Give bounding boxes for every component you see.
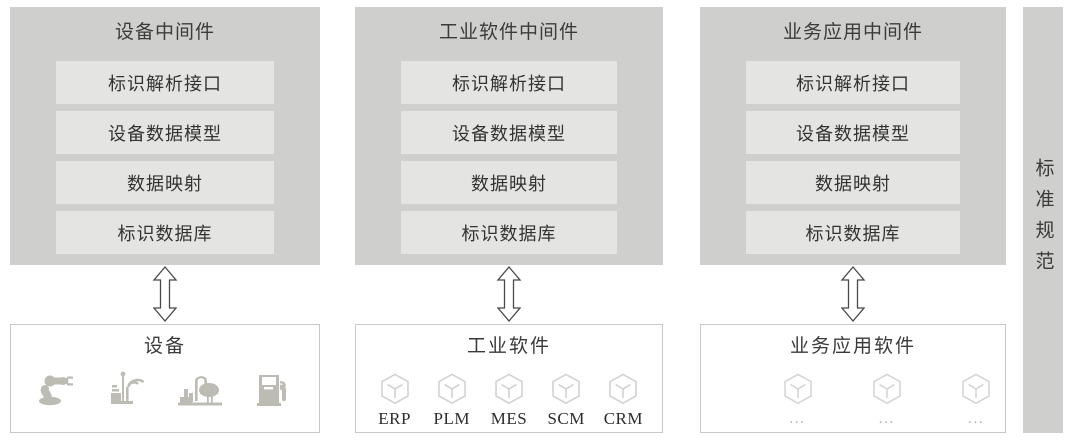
software-item-label: MES [490,409,528,428]
source-title-device: 设备 [143,336,186,357]
cube-icon [781,369,815,409]
middleware-row-identifier-database: 标识数据库 [56,211,274,254]
source-box-device: 设备 [10,324,320,433]
middleware-row-data-mapping: 数据映射 [56,161,274,204]
fuel-pump-icon [254,369,292,409]
cube-icon [870,369,904,409]
middleware-row-identifier-interface: 标识解析接口 [56,61,274,104]
middleware-row-device-data-model: 设备数据模型 [401,111,617,154]
factory-antenna-icon [109,369,149,409]
business-app-item-label: … [967,410,986,427]
cube-icon [435,369,469,409]
robot-arm-icon [36,369,78,409]
refinery-plant-icon [178,369,224,409]
business-app-item-label: … [788,410,807,427]
source-box-business-application: 业务应用软件 … … [700,324,1006,433]
software-item-scm: SCM [540,369,592,428]
middleware-row-data-mapping: 数据映射 [401,161,617,204]
software-item-label: SCM [547,409,585,428]
source-title-business-application: 业务应用软件 [789,336,916,357]
middleware-row-identifier-database: 标识数据库 [746,211,960,254]
software-item-crm: CRM [597,369,649,428]
business-app-item-2: … [868,369,905,428]
middleware-row-list-device: 标识解析接口 设备数据模型 数据映射 标识数据库 [56,61,274,254]
software-item-plm: PLM [426,369,478,428]
middleware-row-identifier-interface: 标识解析接口 [746,61,960,104]
cube-icon [492,369,526,409]
double-arrow-icon-business-application [839,266,867,322]
middleware-title-business-application: 业务应用中间件 [782,22,923,43]
business-app-item-3: … [958,369,995,428]
double-arrow-icon-industrial-software [495,266,523,322]
middleware-row-identifier-database: 标识数据库 [401,211,617,254]
software-item-mes: MES [483,369,535,428]
business-application-icon-row: … … … [701,369,1005,428]
middleware-row-device-data-model: 设备数据模型 [56,111,274,154]
source-box-industrial-software: 工业软件 ERP PLM [355,324,663,433]
software-item-erp: ERP [369,369,421,428]
middleware-panel-industrial-software: 工业软件中间件 标识解析接口 设备数据模型 数据映射 标识数据库 [355,7,663,265]
cube-icon [378,369,412,409]
middleware-panel-device: 设备中间件 标识解析接口 设备数据模型 数据映射 标识数据库 [10,7,320,265]
device-icon-row [11,369,319,410]
cube-icon [959,369,993,409]
software-item-label: ERP [378,409,411,428]
standard-specification-label: 标准规范 [1032,158,1054,282]
middleware-title-industrial-software: 工业软件中间件 [438,22,579,43]
middleware-row-list-business-application: 标识解析接口 设备数据模型 数据映射 标识数据库 [746,61,960,254]
source-title-industrial-software: 工业软件 [466,336,551,357]
device-item-refinery [175,369,227,410]
device-item-robot-arm [31,369,83,410]
software-item-label: PLM [433,409,471,428]
device-item-factory-antenna [103,369,155,410]
middleware-row-list-industrial-software: 标识解析接口 设备数据模型 数据映射 标识数据库 [401,61,617,254]
standard-specification-bar: 标准规范 [1023,7,1063,433]
business-app-item-1: … [779,369,816,428]
business-app-item-label: … [877,410,896,427]
middleware-row-device-data-model: 设备数据模型 [746,111,960,154]
industrial-software-icon-row: ERP PLM MES [356,369,662,428]
device-item-fuel-pump [247,369,299,410]
double-arrow-icon-device [151,266,179,322]
cube-icon [606,369,640,409]
middleware-panel-business-application: 业务应用中间件 标识解析接口 设备数据模型 数据映射 标识数据库 [700,7,1006,265]
middleware-row-identifier-interface: 标识解析接口 [401,61,617,104]
middleware-title-device: 设备中间件 [114,22,215,43]
cube-icon [549,369,583,409]
middleware-row-data-mapping: 数据映射 [746,161,960,204]
software-item-label: CRM [603,409,643,428]
